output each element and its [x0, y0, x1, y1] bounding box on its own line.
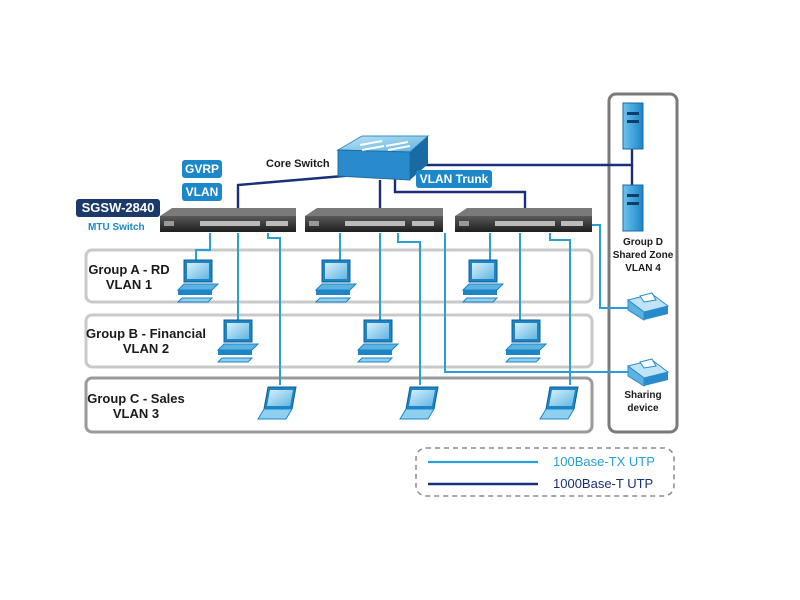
printer-icon-1 — [626, 292, 670, 321]
mtu-switch-1 — [160, 208, 296, 232]
vlan-tag: VLAN — [182, 183, 222, 201]
group-d-label: Group D Shared Zone VLAN 4 — [609, 236, 677, 275]
sharing-device-line1: Sharing — [624, 390, 662, 401]
server-icon-1 — [622, 102, 644, 150]
group-d-vlan: VLAN 4 — [625, 263, 661, 274]
legend-label-1000base: 1000Base-T UTP — [553, 476, 654, 491]
printer-icon-2 — [626, 358, 670, 387]
desktop-pcs — [176, 259, 548, 363]
group-a-name: Group A - RD — [88, 262, 170, 277]
legend-label-100base: 100Base-TX UTP — [553, 454, 655, 469]
server-icon-2 — [622, 184, 644, 232]
core-switch — [336, 135, 430, 181]
desktop-pc-icon — [356, 319, 400, 363]
laptop-icon — [257, 386, 297, 420]
sharing-device-line2: device — [627, 403, 659, 414]
group-a-vlan: VLAN 1 — [105, 277, 153, 292]
desktop-pc-icon — [504, 319, 548, 363]
desktop-pc-icon — [216, 319, 260, 363]
group-c-vlan: VLAN 3 — [112, 406, 160, 421]
group-b-name: Group B - Financial — [86, 326, 206, 341]
group-d-name: Group D — [623, 237, 663, 248]
gvrp-tag: GVRP — [182, 160, 222, 178]
laptops — [257, 386, 579, 420]
shared-zone-panel — [607, 92, 679, 434]
group-c-name: Group C - Sales — [87, 391, 185, 406]
sgsw-2840-tag: SGSW-2840 — [76, 199, 160, 217]
desktop-pc-icon — [461, 259, 505, 303]
gigabit-links — [236, 148, 634, 212]
group-c-box — [84, 376, 594, 434]
mtu-switch-label: MTU Switch — [88, 222, 145, 233]
group-a-label: Group A - RD VLAN 1 — [86, 262, 172, 292]
desktop-pc-icon — [314, 259, 358, 303]
sharing-device-label: Sharing device — [609, 389, 677, 415]
group-b-box — [84, 313, 594, 369]
core-switch-label: Core Switch — [266, 158, 330, 170]
laptop-icon — [399, 386, 439, 420]
laptop-icon — [539, 386, 579, 420]
mtu-switch-2 — [305, 208, 443, 232]
group-b-vlan: VLAN 2 — [122, 341, 170, 356]
vlan-trunk-tag: VLAN Trunk — [416, 170, 492, 188]
fast-ethernet-links — [195, 224, 628, 385]
group-c-label: Group C - Sales VLAN 3 — [86, 391, 186, 421]
mtu-switch-3 — [455, 208, 592, 232]
group-d-zone: Shared Zone — [612, 250, 674, 261]
desktop-pc-icon — [176, 259, 220, 303]
group-b-label: Group B - Financial VLAN 2 — [86, 326, 206, 356]
